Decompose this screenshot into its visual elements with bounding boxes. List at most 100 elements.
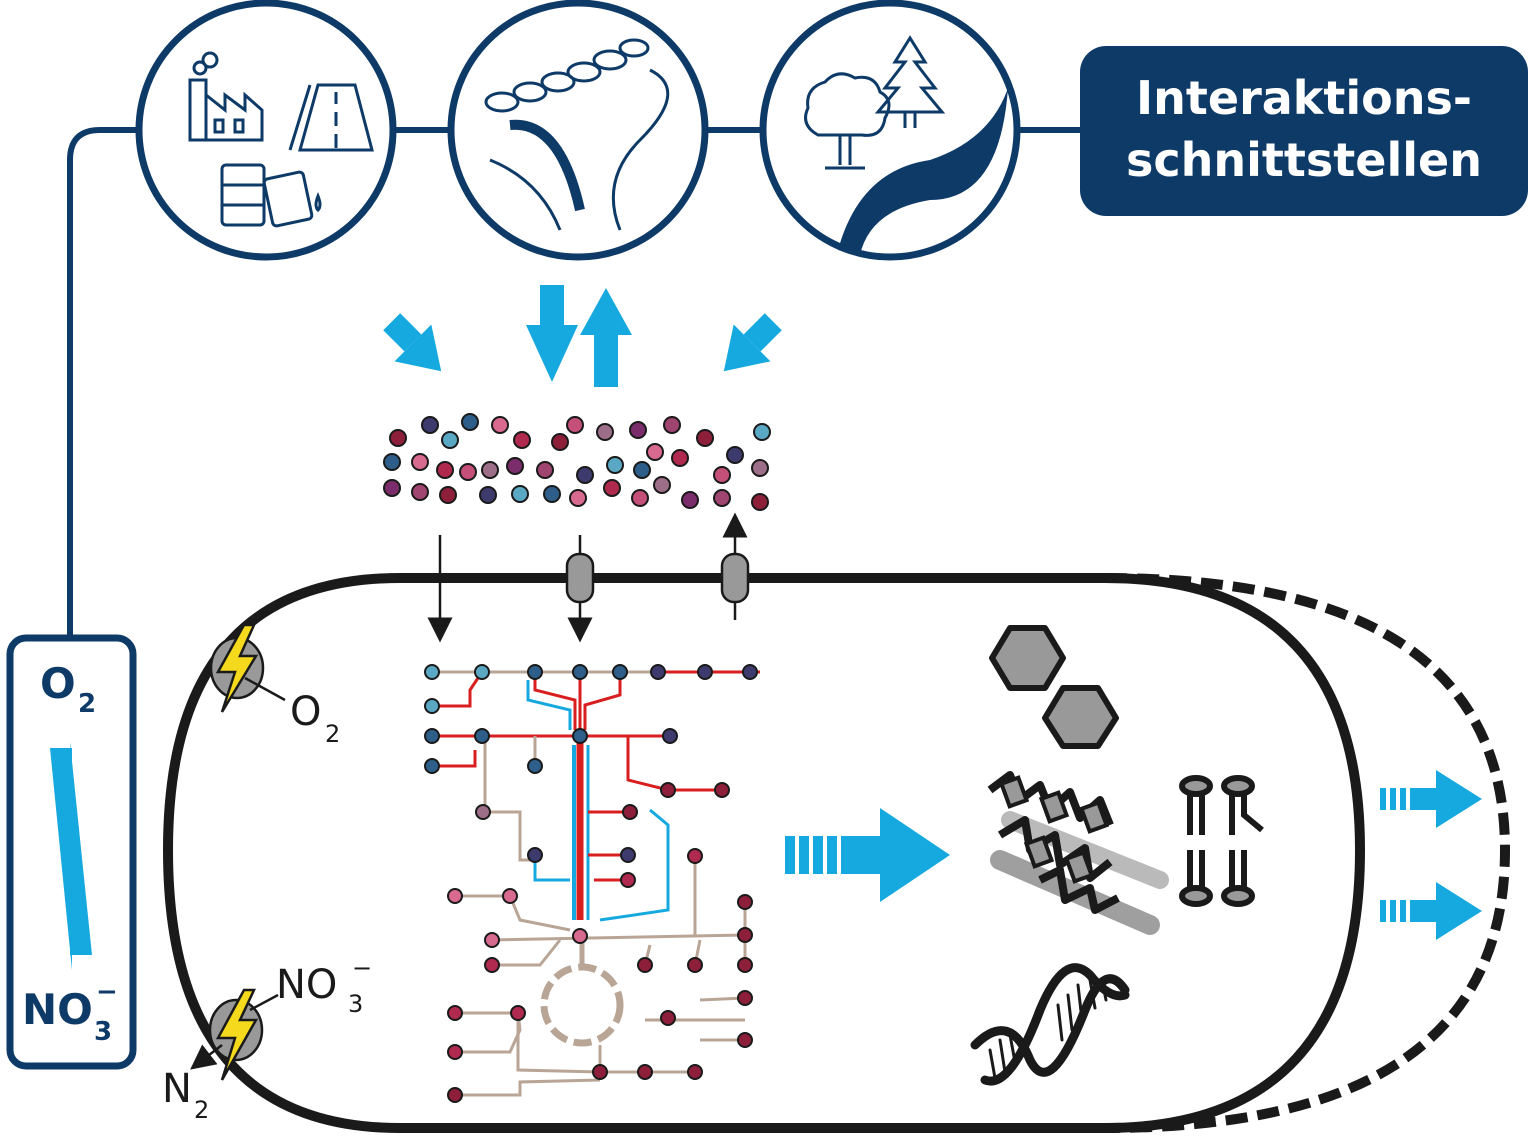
network-node xyxy=(622,804,638,820)
o2-sub: 2 xyxy=(325,720,340,748)
network-node xyxy=(572,928,588,944)
network-node xyxy=(424,698,440,714)
lightning-icon xyxy=(215,988,259,1081)
metabolite-dot xyxy=(491,416,509,434)
metabolite-dot xyxy=(576,466,594,484)
no3-sup: − xyxy=(352,954,372,982)
side-panel: O 2 NO − 3 xyxy=(6,634,137,1070)
tree-icon xyxy=(804,72,891,170)
metabolite-dot xyxy=(653,476,671,494)
metabolite-dot xyxy=(436,461,454,479)
network-node xyxy=(424,758,440,774)
pathway-line xyxy=(533,672,577,730)
pathway-line xyxy=(432,671,484,708)
o2-label: O xyxy=(290,689,321,735)
header-line-1: Interaktions- xyxy=(1136,71,1472,125)
metabolite-dot xyxy=(713,489,731,507)
side-no3-sub: 3 xyxy=(94,1017,112,1047)
network-node xyxy=(474,728,490,744)
road-icon xyxy=(288,83,374,152)
network-node xyxy=(447,888,463,904)
metabolite-dot xyxy=(726,446,744,464)
metabolite-dot xyxy=(566,416,584,434)
network-node xyxy=(612,664,628,680)
dna-icon xyxy=(970,963,1130,1086)
side-o2-sub: 2 xyxy=(78,689,96,719)
output-arrows xyxy=(1380,770,1482,940)
no3-label: NO xyxy=(276,962,337,1008)
lipid-icon xyxy=(1179,775,1264,907)
network-node xyxy=(697,664,713,680)
network-node xyxy=(502,888,518,904)
pathway-line xyxy=(492,939,562,967)
pathway-line xyxy=(626,736,725,792)
pathway-line xyxy=(483,736,535,862)
metabolite-dot xyxy=(713,466,731,484)
metabolite-dot xyxy=(439,486,457,504)
network-node xyxy=(447,1005,463,1021)
pine-icon xyxy=(874,35,946,128)
metabolite-dot xyxy=(479,486,497,504)
pathway-line xyxy=(583,672,622,730)
metabolite-dot xyxy=(569,489,587,507)
network-node xyxy=(592,1064,608,1080)
nature-circle xyxy=(759,0,1021,261)
network-node xyxy=(662,728,678,744)
metabolite-dot xyxy=(389,429,407,447)
network-node xyxy=(475,804,491,820)
metabolite-dot xyxy=(551,433,569,451)
network-node xyxy=(620,847,636,863)
pathway-line xyxy=(455,1012,522,1054)
pathway-line xyxy=(432,750,477,768)
side-no3-label: NO xyxy=(22,985,93,1034)
network-node xyxy=(637,1064,653,1080)
metabolite-dot xyxy=(411,483,429,501)
network-node xyxy=(650,664,666,680)
bacteria-icon xyxy=(484,38,670,231)
network-node xyxy=(474,664,490,680)
network-node xyxy=(484,932,500,948)
network-node xyxy=(527,847,543,863)
network-node xyxy=(527,758,543,774)
network-node xyxy=(484,957,500,973)
industry-circle xyxy=(135,0,397,261)
lightning-icon xyxy=(215,623,259,713)
pathway-line xyxy=(533,855,570,882)
metabolite-dot xyxy=(511,485,529,503)
network-node xyxy=(687,1064,703,1080)
metabolite-dot xyxy=(506,457,524,475)
network-node xyxy=(424,664,440,680)
metabolite-dot xyxy=(681,491,699,509)
metabolite-dot xyxy=(603,479,621,497)
side-no3-sup: − xyxy=(96,977,118,1007)
metabolite-dot xyxy=(629,421,647,439)
metabolite-dot xyxy=(459,463,477,481)
hill-shape xyxy=(838,88,1008,255)
n2-sub: 2 xyxy=(194,1096,209,1124)
network-node xyxy=(637,957,653,973)
metabolite-dot xyxy=(696,429,714,447)
metabolite-dot xyxy=(663,416,681,434)
benzene-icon xyxy=(989,625,1119,749)
network-node xyxy=(527,664,543,680)
metabolite-pool xyxy=(383,413,771,511)
metabolite-dot xyxy=(411,453,429,471)
metabolite-dot xyxy=(646,443,664,461)
network-node xyxy=(572,664,588,680)
metabolite-dot xyxy=(513,431,531,449)
transporters xyxy=(565,552,750,604)
pathway-line xyxy=(526,680,572,730)
metabolite-dot xyxy=(751,493,769,511)
industry-icon xyxy=(188,51,264,142)
network-node xyxy=(572,728,588,744)
cell-membrane xyxy=(162,573,1511,1133)
metabolite-dot xyxy=(543,485,561,503)
network-node xyxy=(510,1005,526,1021)
network-node xyxy=(742,664,758,680)
network-node xyxy=(687,957,703,973)
network-node xyxy=(660,1010,676,1026)
network-node xyxy=(737,990,753,1006)
pathway-line xyxy=(455,1078,601,1097)
